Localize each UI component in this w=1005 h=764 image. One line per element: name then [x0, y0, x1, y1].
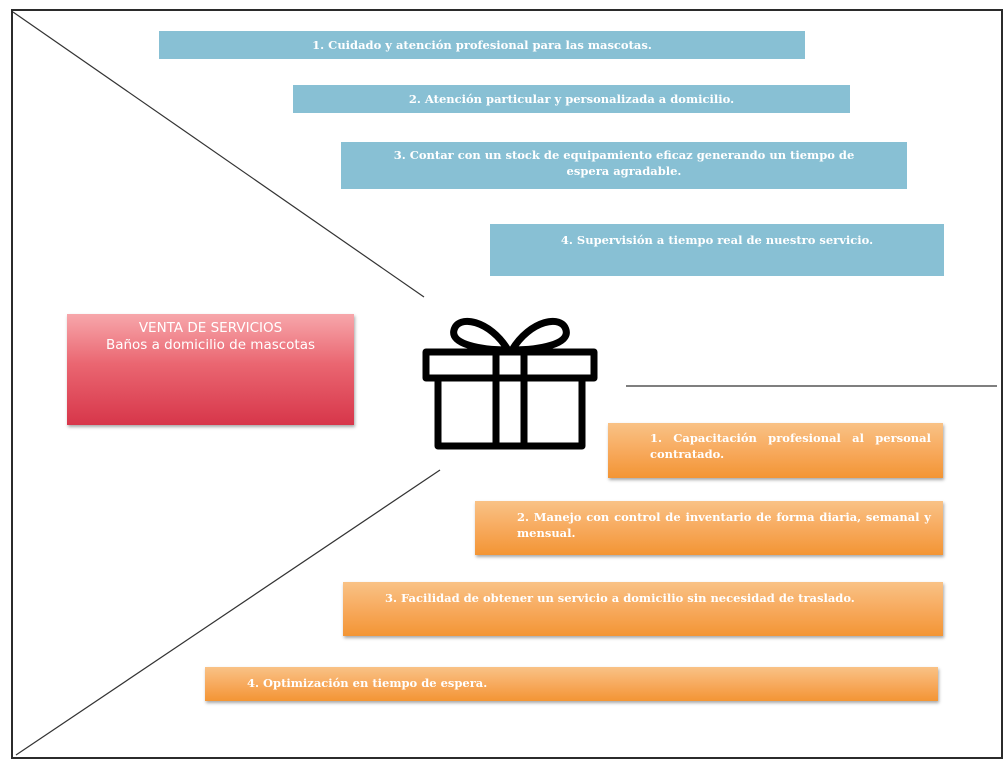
top-item-3: 3. Contar con un stock de equipamiento e…: [341, 142, 907, 189]
bottom-item-3: 3. Facilidad de obtener un servicio a do…: [343, 582, 943, 636]
upper-diagonal-line: [12, 11, 425, 298]
top-item-1: 1. Cuidado y atención profesional para l…: [159, 31, 805, 59]
services-box: VENTA DE SERVICIOS Baños a domicilio de …: [67, 314, 354, 425]
bottom-item-2: 2. Manejo con control de inventario de f…: [475, 501, 943, 555]
gift-icon: [422, 317, 598, 450]
services-subtitle: Baños a domicilio de mascotas: [105, 337, 316, 353]
top-item-2: 2. Atención particular y personalizada a…: [293, 85, 850, 113]
bottom-item-1: 1. Capacitación profesional al personal …: [608, 423, 943, 478]
services-title: VENTA DE SERVICIOS: [138, 320, 283, 336]
top-item-4: 4. Supervisión a tiempo real de nuestro …: [490, 224, 944, 276]
lower-diagonal-line: [15, 469, 441, 756]
bottom-item-4: 4. Optimización en tiempo de espera.: [205, 667, 938, 701]
